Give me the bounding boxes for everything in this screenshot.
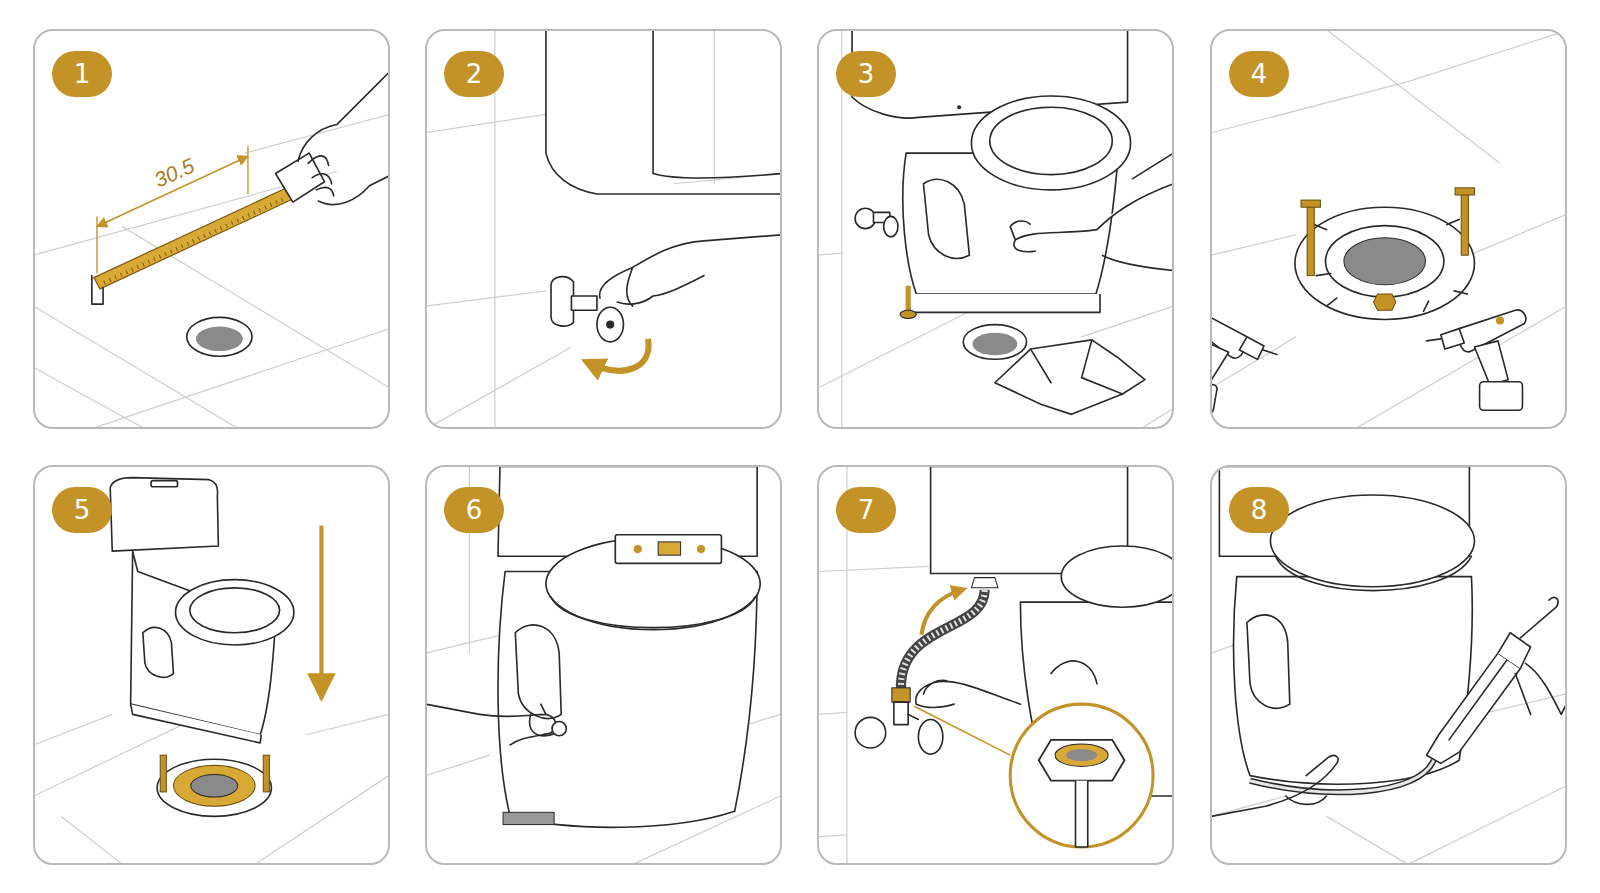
caulk-scene: [1211, 466, 1566, 864]
step-number: 1: [52, 51, 112, 97]
step-number: 2: [444, 51, 504, 97]
step-number: 6: [444, 487, 504, 533]
step-panel: 3: [817, 29, 1174, 429]
step-panel: 4: [1210, 29, 1567, 429]
shutoff-scene: [426, 30, 781, 428]
step-number: 7: [836, 487, 896, 533]
measure-scene: [34, 72, 389, 428]
level-scene: [426, 466, 781, 864]
dimension-label: 30.5: [150, 154, 197, 193]
step-panel: 6: [425, 465, 782, 865]
step-panel: 1: [33, 29, 390, 429]
supply-scene: [818, 466, 1173, 864]
step-number: 8: [1229, 487, 1289, 533]
removal-scene: [818, 30, 1173, 428]
step-panel: 7: [817, 465, 1174, 865]
step-number: 4: [1229, 51, 1289, 97]
flange-scene: [1211, 30, 1566, 428]
step-panel: 5: [33, 465, 390, 865]
setting-scene: [34, 478, 389, 865]
step-number: 5: [52, 487, 112, 533]
step-panel: 8: [1210, 465, 1567, 865]
step-number: 3: [836, 51, 896, 97]
step-panel: 2: [425, 29, 782, 429]
